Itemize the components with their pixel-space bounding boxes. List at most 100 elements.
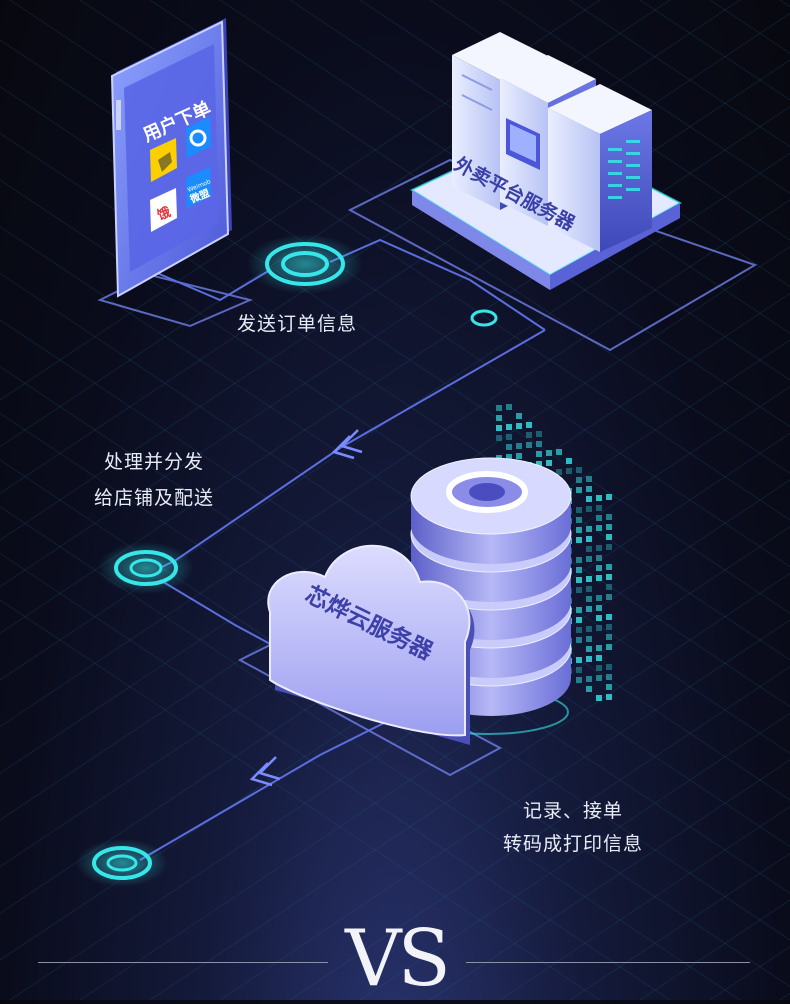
vs-divider-left <box>38 962 328 963</box>
data-bit <box>586 486 592 492</box>
data-bit <box>576 557 582 563</box>
data-bit <box>586 536 592 542</box>
data-bit <box>546 460 552 466</box>
data-bit <box>576 667 582 673</box>
phone-side-button <box>116 100 121 130</box>
data-bit <box>606 594 612 600</box>
data-bit <box>606 624 612 630</box>
data-bit <box>596 505 602 511</box>
grid-line <box>780 0 790 1000</box>
data-bit <box>606 574 612 580</box>
step1-label: 发送订单信息 <box>237 309 357 336</box>
data-bit <box>566 468 572 474</box>
data-bit <box>566 458 572 464</box>
data-bit <box>606 494 612 500</box>
vs-divider-right <box>466 962 750 963</box>
data-bit <box>506 444 512 450</box>
data-bit <box>586 676 592 682</box>
data-bit <box>586 646 592 652</box>
grid-line <box>710 0 790 1000</box>
data-bit <box>576 477 582 483</box>
data-bit <box>596 615 602 621</box>
data-bit <box>576 677 582 683</box>
data-bit <box>586 656 592 662</box>
data-bit <box>586 686 592 692</box>
data-bit <box>596 555 602 561</box>
data-bit <box>576 587 582 593</box>
data-bit <box>586 556 592 562</box>
data-bit <box>606 634 612 640</box>
phone: 饿 Weimob 微盟 用户下单 <box>112 18 232 296</box>
data-bit <box>576 527 582 533</box>
data-bit <box>596 645 602 651</box>
data-bit <box>576 617 582 623</box>
data-bit <box>576 577 582 583</box>
data-bit <box>586 526 592 532</box>
data-bit <box>586 596 592 602</box>
data-bit <box>516 413 522 419</box>
data-bit <box>546 450 552 456</box>
line-cloud-to-node3 <box>140 705 420 860</box>
data-bit <box>606 644 612 650</box>
data-bit <box>576 627 582 633</box>
platform-server: 外卖平台服务器 <box>412 32 680 290</box>
data-bit <box>506 404 512 410</box>
data-bit <box>576 467 582 473</box>
data-bit <box>596 495 602 501</box>
data-bit <box>606 584 612 590</box>
data-bit <box>596 525 602 531</box>
data-bit <box>576 567 582 573</box>
data-bit <box>576 507 582 513</box>
node-dispatch <box>98 542 194 594</box>
step3-label-line1: 记录、接单 <box>523 796 623 823</box>
data-bit <box>556 449 562 455</box>
data-bit <box>596 545 602 551</box>
data-bit <box>576 657 582 663</box>
data-bit <box>586 476 592 482</box>
data-bit <box>606 614 612 620</box>
data-bit <box>596 575 602 581</box>
data-bit <box>596 565 602 571</box>
node-print <box>76 839 168 887</box>
data-bit <box>596 595 602 601</box>
grid-line <box>780 0 790 1000</box>
data-bit <box>496 425 502 431</box>
step2-label-line1: 处理并分发 <box>104 447 204 474</box>
data-bit <box>586 636 592 642</box>
data-bit <box>606 664 612 670</box>
grid-line <box>710 0 790 1000</box>
data-bit <box>536 441 542 447</box>
data-bit <box>586 586 592 592</box>
data-bit <box>586 576 592 582</box>
data-bit <box>576 487 582 493</box>
data-bit <box>606 524 612 530</box>
data-bit <box>536 451 542 457</box>
grid-line <box>640 0 790 1000</box>
data-bit <box>606 534 612 540</box>
data-bit <box>516 423 522 429</box>
data-bit <box>506 434 512 440</box>
data-bit <box>526 422 532 428</box>
data-bit <box>596 655 602 661</box>
node-send-order <box>247 234 363 294</box>
data-bit <box>496 415 502 421</box>
data-bit <box>596 515 602 521</box>
data-bit <box>606 694 612 700</box>
data-bit <box>606 514 612 520</box>
step2-label-line2: 给店铺及配送 <box>94 483 214 510</box>
node-small <box>472 311 496 325</box>
data-bit <box>586 626 592 632</box>
database-hole-inner <box>469 483 505 501</box>
data-bit <box>576 517 582 523</box>
data-bit <box>516 453 522 459</box>
data-bit <box>576 537 582 543</box>
data-bit <box>586 546 592 552</box>
data-bit <box>496 405 502 411</box>
data-bit <box>596 695 602 701</box>
step3-label-line2: 转码成打印信息 <box>503 829 643 856</box>
data-bit <box>526 432 532 438</box>
data-bit <box>586 496 592 502</box>
data-bit <box>596 605 602 611</box>
data-bit <box>606 544 612 550</box>
vs-heading: VS <box>336 918 456 1000</box>
